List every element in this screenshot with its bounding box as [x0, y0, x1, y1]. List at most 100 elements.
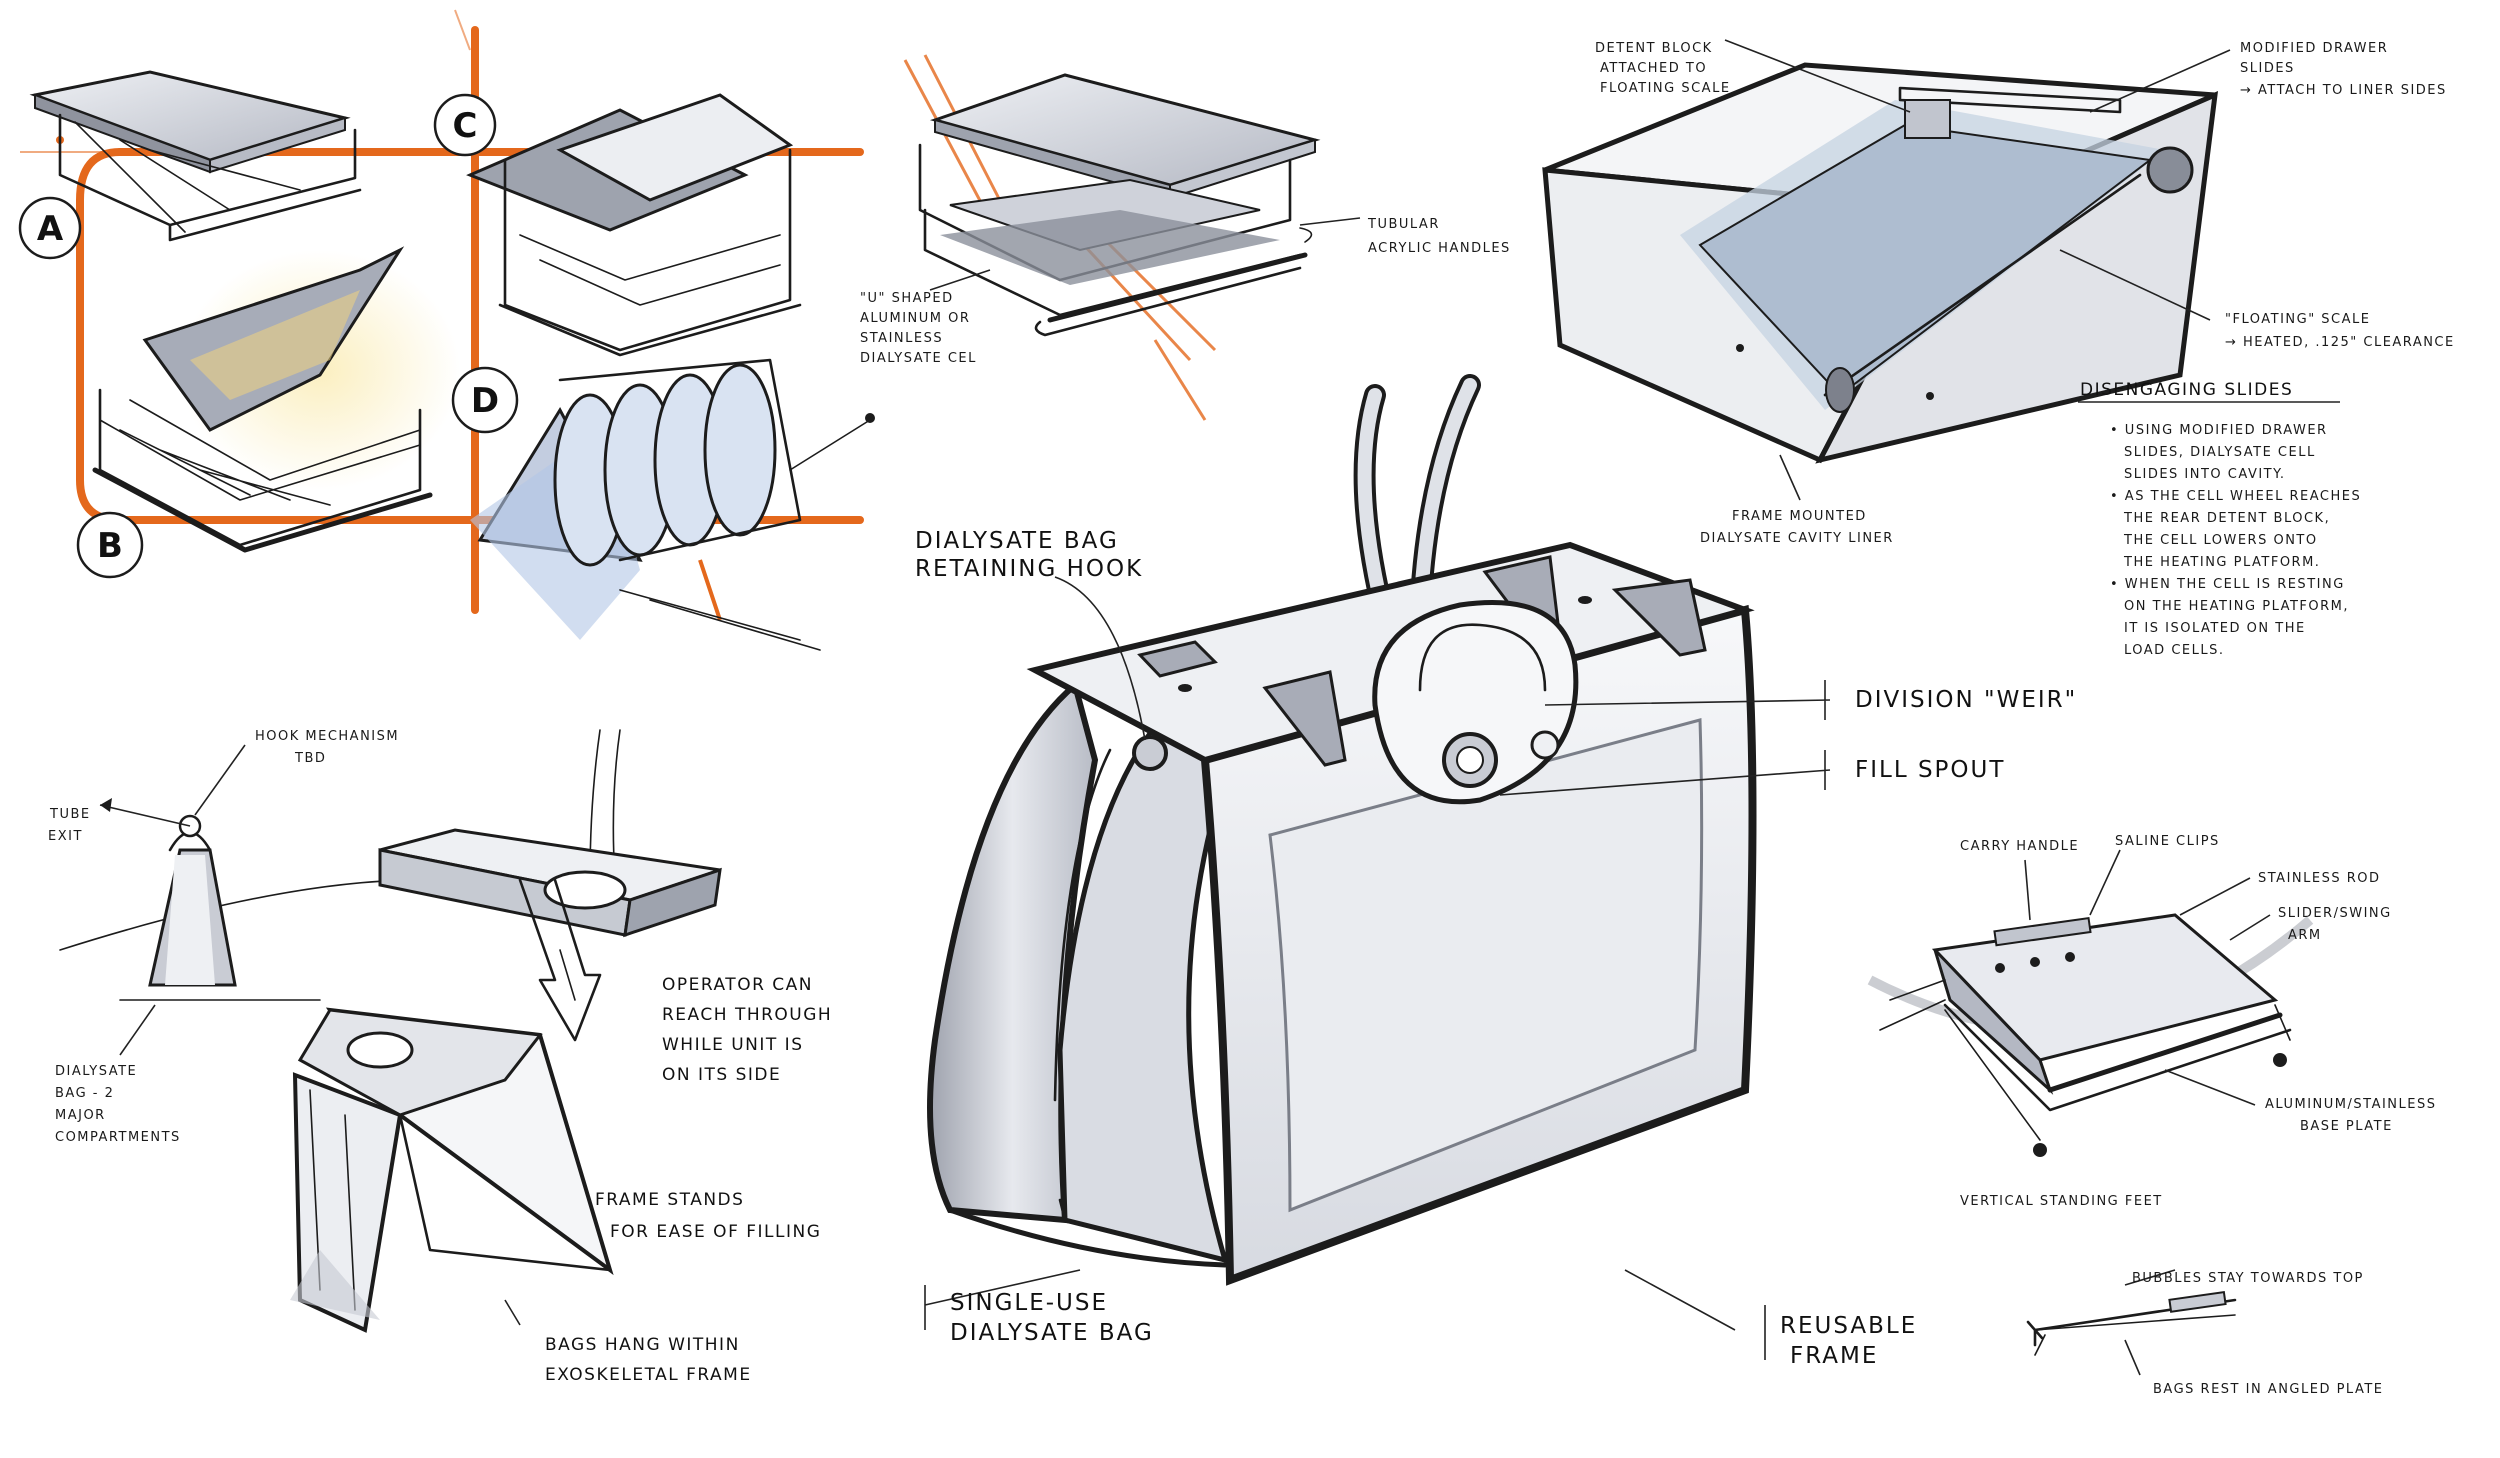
- variant-c-sketch: [466, 93, 802, 357]
- svg-text:D: D: [471, 381, 499, 421]
- svg-text:ON THE HEATING PLATFORM,: ON THE HEATING PLATFORM,: [2124, 599, 2349, 614]
- variant-label-b: B: [76, 511, 144, 579]
- svg-text:A: A: [37, 209, 64, 249]
- svg-text:THE REAR DETENT BLOCK,: THE REAR DETENT BLOCK,: [2123, 511, 2330, 526]
- svg-text:FILL SPOUT: FILL SPOUT: [1855, 757, 2005, 783]
- svg-text:ARM: ARM: [2288, 928, 2322, 943]
- svg-text:"FLOATING" SCALE: "FLOATING" SCALE: [2225, 312, 2371, 327]
- svg-text:CARRY HANDLE: CARRY HANDLE: [1960, 839, 2079, 854]
- svg-text:DIALYSATE BAG: DIALYSATE BAG: [950, 1320, 1154, 1346]
- svg-text:FRAME MOUNTED: FRAME MOUNTED: [1732, 509, 1867, 524]
- division-weir-label: DIVISION "WEIR": [1544, 680, 2077, 720]
- floating-scale-label: "FLOATING" SCALE → HEATED, .125" CLEARAN…: [2059, 249, 2455, 350]
- svg-text:FOR EASE OF FILLING: FOR EASE OF FILLING: [610, 1222, 821, 1242]
- drawer-sketch: [903, 54, 1321, 421]
- bag-compartments-label: DIALYSATE BAG - 2 MAJOR COMPARTMENTS: [55, 1004, 181, 1145]
- svg-text:DIVISION "WEIR": DIVISION "WEIR": [1855, 687, 2077, 713]
- disengaging-slides-notes: DISENGAGING SLIDES • USING MODIFIED DRAW…: [2078, 380, 2361, 658]
- variant-sketches: A B C D: [18, 9, 875, 651]
- svg-text:FLOATING SCALE: FLOATING SCALE: [1600, 81, 1731, 96]
- standing-feet-label: VERTICAL STANDING FEET: [1960, 1194, 2163, 1209]
- svg-text:DIALYSATE BAG: DIALYSATE BAG: [915, 528, 1119, 554]
- reach-through-sketch: [378, 729, 722, 1042]
- hook-sketch: [59, 798, 421, 1001]
- cavity-sketch: [1542, 62, 2219, 464]
- svg-text:ACRYLIC HANDLES: ACRYLIC HANDLES: [1368, 241, 1511, 256]
- retaining-hook-label: DIALYSATE BAG RETAINING HOOK: [915, 528, 1146, 741]
- svg-text:STAINLESS ROD: STAINLESS ROD: [2258, 871, 2381, 886]
- svg-text:EXIT: EXIT: [48, 829, 83, 844]
- operator-note: OPERATOR CAN REACH THROUGH WHILE UNIT IS…: [662, 975, 832, 1085]
- svg-text:ON ITS SIDE: ON ITS SIDE: [662, 1065, 781, 1085]
- svg-text:DIALYSATE CAVITY LINER: DIALYSATE CAVITY LINER: [1700, 531, 1894, 546]
- svg-text:DIALYSATE CEL: DIALYSATE CEL: [860, 351, 977, 366]
- svg-text:VERTICAL STANDING FEET: VERTICAL STANDING FEET: [1960, 1194, 2163, 1209]
- tubular-handles-label: TUBULAR ACRYLIC HANDLES: [1299, 217, 1511, 256]
- svg-text:REUSABLE: REUSABLE: [1780, 1313, 1917, 1339]
- svg-text:SALINE CLIPS: SALINE CLIPS: [2115, 834, 2220, 849]
- svg-text:• AS THE CELL WHEEL REACHES: • AS THE CELL WHEEL REACHES: [2110, 489, 2361, 504]
- svg-text:"U" SHAPED: "U" SHAPED: [860, 291, 954, 306]
- svg-text:• USING MODIFIED DRAWER: • USING MODIFIED DRAWER: [2110, 423, 2328, 438]
- svg-text:BUBBLES STAY TOWARDS TOP: BUBBLES STAY TOWARDS TOP: [2132, 1271, 2364, 1286]
- plate-sketch: [1867, 913, 2314, 1157]
- hook-mechanism-label: HOOK MECHANISM TBD: [194, 729, 399, 816]
- variant-label-d: D: [451, 366, 519, 434]
- svg-text:EXOSKELETAL FRAME: EXOSKELETAL FRAME: [545, 1365, 752, 1385]
- svg-text:ALUMINUM/STAINLESS: ALUMINUM/STAINLESS: [2265, 1097, 2437, 1112]
- svg-text:FRAME: FRAME: [1790, 1343, 1878, 1369]
- variant-label-c: C: [433, 93, 497, 157]
- svg-text:→ HEATED, .125" CLEARANCE: → HEATED, .125" CLEARANCE: [2225, 335, 2455, 350]
- main-frame-sketch: [927, 374, 1757, 1286]
- svg-text:SLIDES, DIALYSATE CELL: SLIDES, DIALYSATE CELL: [2124, 445, 2316, 460]
- svg-text:• WHEN THE CELL IS RESTING: • WHEN THE CELL IS RESTING: [2110, 577, 2345, 592]
- svg-text:THE HEATING PLATFORM.: THE HEATING PLATFORM.: [2123, 555, 2320, 570]
- svg-text:BAGS REST IN ANGLED PLATE: BAGS REST IN ANGLED PLATE: [2153, 1382, 2384, 1397]
- svg-text:SLIDES INTO CAVITY.: SLIDES INTO CAVITY.: [2124, 467, 2286, 482]
- u-shaped-cell-label: "U" SHAPED ALUMINUM OR STAINLESS DIALYSA…: [860, 269, 991, 366]
- svg-text:SLIDES: SLIDES: [2240, 61, 2295, 76]
- svg-text:THE CELL LOWERS ONTO: THE CELL LOWERS ONTO: [2123, 533, 2318, 548]
- svg-text:BAGS HANG WITHIN: BAGS HANG WITHIN: [545, 1335, 740, 1355]
- angle-sketch: [2026, 1269, 2237, 1376]
- stainless-rod-label: STAINLESS ROD: [2179, 871, 2381, 916]
- svg-text:LOAD CELLS.: LOAD CELLS.: [2124, 643, 2224, 658]
- fill-spout-label: FILL SPOUT: [1499, 750, 2005, 796]
- frame-stands-note: FRAME STANDS FOR EASE OF FILLING: [595, 1190, 821, 1242]
- svg-text:MAJOR: MAJOR: [55, 1108, 106, 1123]
- variant-b-sketch: [92, 246, 460, 553]
- bags-hang-note: BAGS HANG WITHIN EXOSKELETAL FRAME: [504, 1299, 752, 1385]
- svg-text:WHILE UNIT IS: WHILE UNIT IS: [662, 1035, 804, 1055]
- svg-text:COMPARTMENTS: COMPARTMENTS: [55, 1130, 181, 1145]
- drawer-slides-label: MODIFIED DRAWER SLIDES → ATTACH TO LINER…: [2089, 41, 2445, 113]
- frame-stands-sketch: [290, 1007, 614, 1333]
- svg-text:STAINLESS: STAINLESS: [860, 331, 943, 346]
- svg-text:ATTACHED TO: ATTACHED TO: [1600, 61, 1707, 76]
- svg-text:C: C: [453, 106, 478, 146]
- base-plate-label: ALUMINUM/STAINLESS BASE PLATE: [2164, 1069, 2437, 1134]
- svg-text:IT IS ISOLATED ON THE: IT IS ISOLATED ON THE: [2124, 621, 2306, 636]
- detent-block-label: DETENT BLOCK ATTACHED TO FLOATING SCALE: [1595, 39, 1911, 113]
- single-use-bag-label: SINGLE-USE DIALYSATE BAG: [924, 1269, 1154, 1346]
- variant-d-sketch: [470, 358, 875, 651]
- svg-text:SLIDER/SWING: SLIDER/SWING: [2278, 906, 2392, 921]
- svg-text:OPERATOR CAN: OPERATOR CAN: [662, 975, 813, 995]
- tube-exit-label: TUBE EXIT: [48, 807, 89, 844]
- svg-text:HOOK MECHANISM: HOOK MECHANISM: [255, 729, 399, 744]
- variant-a-sketch: [29, 70, 362, 242]
- svg-text:TBD: TBD: [294, 751, 326, 766]
- disengaging-slides-title: DISENGAGING SLIDES: [2080, 380, 2293, 400]
- svg-text:FRAME STANDS: FRAME STANDS: [595, 1190, 744, 1210]
- slider-swing-arm-label: SLIDER/SWING ARM: [2229, 906, 2392, 943]
- svg-text:BAG - 2: BAG - 2: [55, 1086, 114, 1101]
- saline-clips-label: SALINE CLIPS: [2089, 834, 2220, 916]
- bags-rest-note: BAGS REST IN ANGLED PLATE: [2153, 1382, 2384, 1397]
- carry-handle-label: CARRY HANDLE: [1960, 839, 2079, 921]
- cavity-liner-label: FRAME MOUNTED DIALYSATE CAVITY LINER: [1700, 454, 1894, 546]
- svg-text:BASE PLATE: BASE PLATE: [2300, 1119, 2393, 1134]
- variant-label-a: A: [18, 196, 82, 260]
- svg-text:B: B: [97, 526, 123, 566]
- svg-text:SINGLE-USE: SINGLE-USE: [950, 1290, 1108, 1316]
- svg-text:REACH THROUGH: REACH THROUGH: [662, 1005, 832, 1025]
